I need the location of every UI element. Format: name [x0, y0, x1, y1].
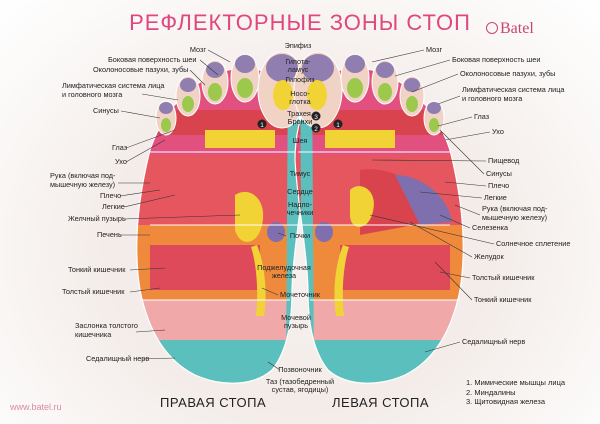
label-arm-right-1: Рука (включая под-	[50, 171, 116, 180]
label-thymus: Тимус	[290, 169, 311, 178]
label-adrenal-2: чечники	[287, 208, 314, 217]
left-labels: Мозг Боковая поверхность шеи Околоносовы…	[50, 45, 241, 363]
label-sinuses-teeth-left: Околоносовые пазухи, зубы	[460, 69, 555, 78]
label-shoulder-right: Плечо	[100, 191, 121, 200]
center-labels: Эпифиз Гипота- ламус Гипофиз Носо- глотк…	[257, 41, 334, 394]
label-lymph-left-2: и головного мозга	[462, 94, 523, 103]
right-foot-title: ПРАВАЯ СТОПА	[160, 395, 267, 410]
label-ureter: Мочеточник	[280, 290, 321, 299]
label-liver: Печень	[97, 230, 122, 239]
right-foot-toes	[155, 51, 307, 136]
label-arm-left-2: мышечную железу)	[482, 213, 547, 222]
label-trachea-2: Бронхи	[288, 117, 313, 126]
left-foot	[293, 51, 464, 384]
left-foot-toes	[293, 51, 445, 136]
label-brain-right: Мозг	[190, 45, 206, 54]
label-shoulder-left: Плечо	[488, 181, 509, 190]
label-gallbladder: Желчный пузырь	[68, 214, 126, 223]
legend-item: 3. Щитовидная железа	[466, 397, 546, 406]
label-pineal: Эпифиз	[285, 41, 312, 50]
label-pancreas-1: Поджелудочная	[257, 263, 311, 272]
legend-item: 2. Миндалины	[466, 387, 516, 397]
label-eye-right: Глаз	[112, 143, 128, 152]
right-labels: Мозг Боковая поверхность шеи Околоносовы…	[369, 45, 570, 353]
label-lymph-left-1: Лимфатическая система лица	[462, 85, 565, 94]
label-nasopharynx-1: Носо-	[290, 89, 310, 98]
label-sinuses-teeth-right: Околоносовые пазухи, зубы	[93, 65, 188, 74]
marker-1-left: 1	[336, 122, 340, 129]
label-colon-valve-2: кишечника	[75, 330, 112, 339]
label-kidneys: Почки	[290, 231, 310, 240]
label-ear-left: Ухо	[492, 127, 504, 136]
label-neck-side-right: Боковая поверхность шеи	[108, 55, 196, 64]
label-adrenal-1: Надпо-	[288, 200, 313, 209]
label-nasopharynx-2: глотка	[289, 97, 311, 106]
website-link[interactable]: www.batel.ru	[10, 402, 62, 412]
label-large-intestine-right: Толстый кишечник	[62, 287, 125, 296]
label-brain-left: Мозг	[426, 45, 442, 54]
label-ear-right: Ухо	[115, 157, 127, 166]
label-spine: Позвоночник	[278, 365, 322, 374]
label-small-intestine-right: Тонкий кишечник	[68, 265, 126, 274]
marker-1-right: 1	[260, 122, 264, 129]
marker-2: 2	[314, 126, 318, 133]
label-hypothalamus-2: ламус	[288, 65, 309, 74]
left-foot-title: ЛЕВАЯ СТОПА	[332, 395, 430, 410]
label-small-intestine-left: Тонкий кишечник	[474, 295, 532, 304]
label-stomach: Желудок	[474, 252, 504, 261]
label-arm-left-1: Рука (включая под-	[482, 204, 548, 213]
legend: 1. Мимические мышцы лица 2. Миндалины 3.…	[466, 378, 565, 407]
brand-name: Batel	[500, 20, 534, 37]
label-pelvis-2: сустав, ягодицы)	[272, 385, 329, 394]
label-solar-plexus: Солнечное сплетение	[496, 239, 570, 248]
brand-logo-icon	[486, 22, 498, 34]
label-large-intestine-left: Толстый кишечник	[472, 273, 535, 282]
right-foot	[136, 51, 307, 384]
label-lungs-right: Легкие	[102, 202, 125, 211]
label-bladder-1: Мочевой	[281, 313, 311, 322]
label-pelvis-1: Таз (тазобедренный	[266, 377, 334, 386]
label-neck: Шея	[293, 136, 308, 145]
label-trachea-1: Трахея,	[287, 109, 313, 118]
label-arm-right-2: мышечную железу)	[50, 180, 115, 189]
label-lungs-left: Легкие	[484, 193, 507, 202]
label-sciatic-left: Седалищный нерв	[462, 337, 525, 346]
label-sciatic-right: Седалищный нерв	[86, 354, 149, 363]
label-sinus-right: Синусы	[93, 106, 119, 115]
numbered-markers: 1 2 3 1	[257, 111, 343, 133]
label-colon-valve-1: Заслонка толстого	[75, 321, 138, 330]
label-sinus-left: Синусы	[486, 169, 512, 178]
label-spleen: Селезенка	[472, 223, 509, 232]
marker-3: 3	[314, 114, 318, 121]
label-heart: Сердце	[287, 187, 313, 196]
label-hypothalamus-1: Гипота-	[285, 57, 311, 66]
label-lymph-right-1: Лимфатическая система лица	[62, 81, 165, 90]
label-neck-side-left: Боковая поверхность шеи	[452, 55, 540, 64]
label-pancreas-2: железа	[272, 271, 297, 280]
label-esophagus: Пищевод	[488, 156, 520, 165]
label-lymph-right-2: и головного мозга	[62, 90, 123, 99]
poster-title: РЕФЛЕКТОРНЫЕ ЗОНЫ СТОП	[129, 10, 471, 35]
label-eye-left: Глаз	[474, 112, 490, 121]
label-pituitary: Гипофиз	[285, 75, 315, 84]
label-bladder-2: пузырь	[284, 321, 308, 330]
legend-item: 1. Мимические мышцы лица	[466, 378, 566, 387]
